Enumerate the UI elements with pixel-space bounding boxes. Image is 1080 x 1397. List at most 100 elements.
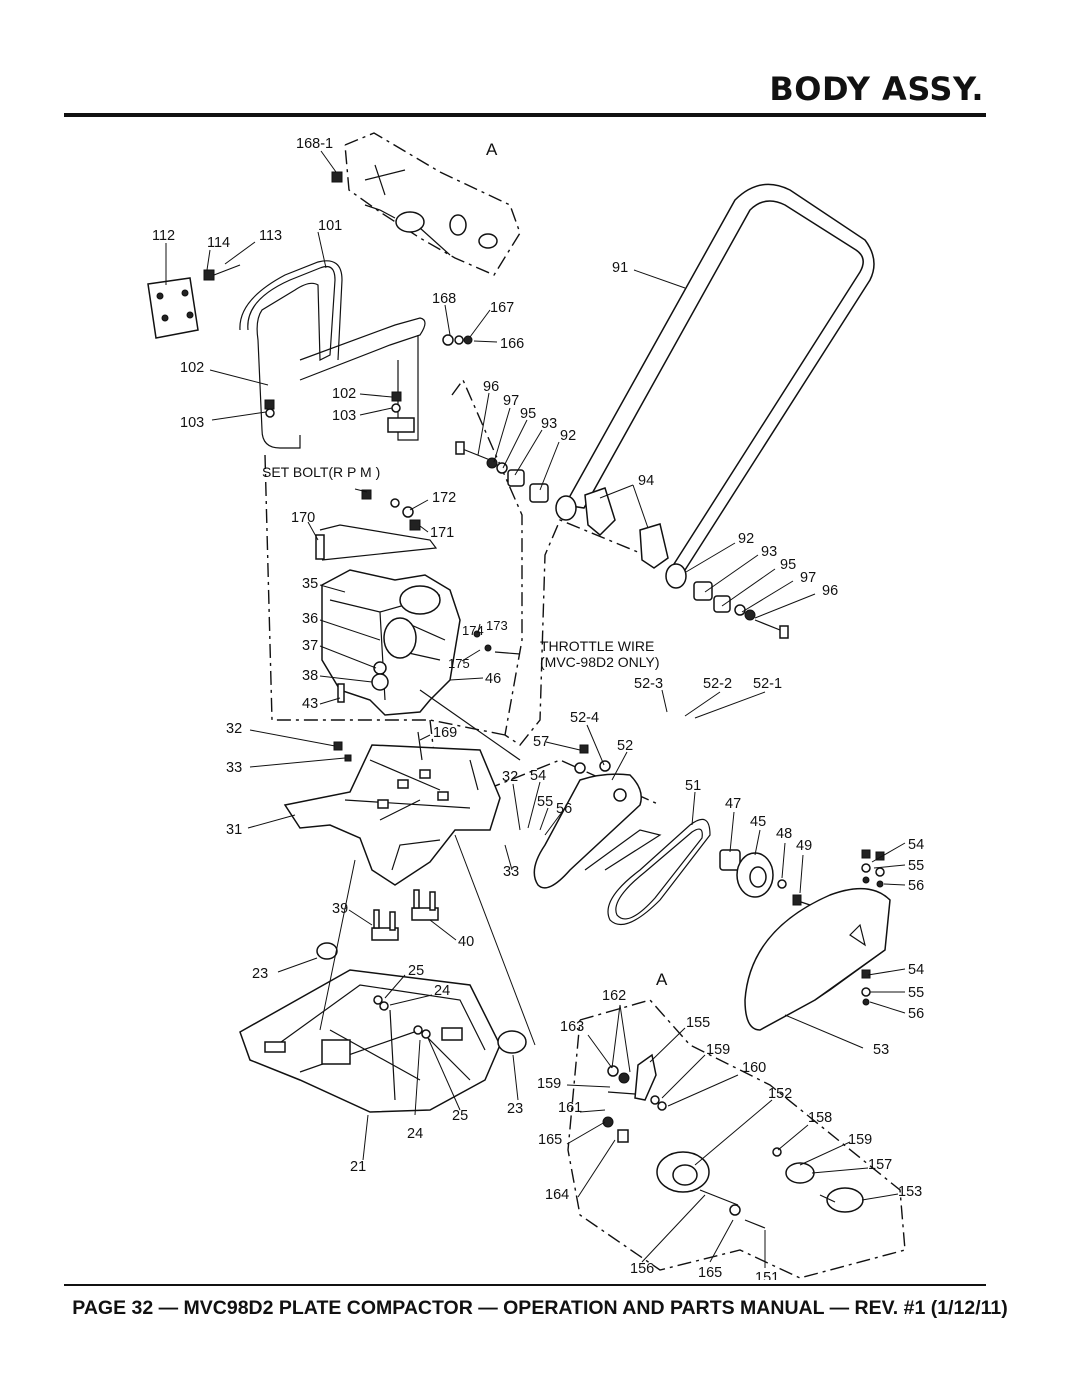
- callout-32b: 32: [502, 769, 518, 785]
- bottom-rule: [64, 1284, 986, 1286]
- callout-159c: 159: [848, 1132, 872, 1148]
- callout-156: 156: [630, 1261, 654, 1277]
- callout-165a: 165: [538, 1132, 562, 1148]
- callout-55b: 55: [908, 858, 924, 874]
- mounts-39-40: [371, 889, 439, 941]
- callout-25b: 25: [452, 1108, 468, 1124]
- callout-169: 169: [433, 725, 457, 741]
- callout-161: 161: [558, 1100, 582, 1116]
- callout-31: 31: [226, 822, 242, 838]
- callout-94: 94: [638, 473, 654, 489]
- callout-52-1: 52-1: [753, 676, 782, 692]
- callout-54b: 54: [908, 837, 924, 853]
- callout-23b: 23: [507, 1101, 523, 1117]
- note-set-bolt: SET BOLT(R P M ): [262, 464, 380, 480]
- callout-168: 168: [432, 291, 456, 307]
- callout-54c: 54: [908, 962, 924, 978]
- clutch-assembly: [719, 849, 811, 906]
- callout-33a: 33: [226, 760, 242, 776]
- callout-152: 152: [768, 1086, 792, 1102]
- body-assembly-diagram: A 168-1 112 114 113 101 91 168 167 166 1…: [147, 132, 924, 1280]
- callout-155: 155: [686, 1015, 710, 1031]
- callout-171: 171: [430, 525, 454, 541]
- callout-56c: 56: [908, 1006, 924, 1022]
- belt-51: [607, 818, 711, 926]
- callout-158: 158: [808, 1110, 832, 1126]
- note-throttle-wire: THROTTLE WIRE: [540, 638, 654, 654]
- callout-52-4: 52-4: [570, 710, 599, 726]
- callout-170: 170: [291, 510, 315, 526]
- handle-bushings-right: [665, 563, 789, 639]
- base-plate-21: [239, 942, 527, 1113]
- callout-36: 36: [302, 611, 318, 627]
- detail-a-box-top: [344, 132, 521, 276]
- callout-95a: 95: [520, 406, 536, 422]
- callout-37: 37: [302, 638, 318, 654]
- callout-97a: 97: [503, 393, 519, 409]
- callout-103b: 103: [332, 408, 356, 424]
- callout-112: 112: [152, 228, 175, 244]
- callout-55c: 55: [908, 985, 924, 1001]
- handle-bracket-94: [584, 487, 669, 569]
- callout-96a: 96: [483, 379, 499, 395]
- leader-lines: [165, 150, 906, 1268]
- callout-33b: 33: [503, 864, 519, 880]
- callout-101: 101: [318, 218, 342, 234]
- base-frame-31: [283, 731, 501, 886]
- callout-39: 39: [332, 901, 348, 917]
- callout-32a: 32: [226, 721, 242, 737]
- callout-a-bottom: A: [656, 970, 668, 989]
- callout-56b: 56: [908, 878, 924, 894]
- callout-157: 157: [868, 1157, 892, 1173]
- callout-166: 166: [500, 336, 524, 352]
- callout-24b: 24: [407, 1126, 423, 1142]
- callout-52-3: 52-3: [634, 676, 663, 692]
- callout-160: 160: [742, 1060, 766, 1076]
- callout-47: 47: [725, 796, 741, 812]
- callout-113: 113: [259, 228, 282, 244]
- callout-114: 114: [207, 235, 230, 251]
- callout-21: 21: [350, 1159, 366, 1175]
- handle-bushings-left: [455, 441, 577, 521]
- callout-173: 173: [486, 618, 508, 633]
- callout-92b: 92: [738, 531, 754, 547]
- callout-153: 153: [898, 1184, 922, 1200]
- callout-162: 162: [602, 988, 626, 1004]
- callout-96b: 96: [822, 583, 838, 599]
- callout-38: 38: [302, 668, 318, 684]
- callout-172: 172: [432, 490, 456, 506]
- callout-52-2: 52-2: [703, 676, 732, 692]
- page-title: BODY ASSY.: [769, 70, 984, 108]
- callout-163: 163: [560, 1019, 584, 1035]
- callout-102b: 102: [332, 386, 356, 402]
- callout-40: 40: [458, 934, 474, 950]
- callout-174: 174: [462, 623, 484, 638]
- callout-25a: 25: [408, 963, 424, 979]
- callout-91: 91: [612, 260, 628, 276]
- callout-55a: 55: [537, 794, 553, 810]
- detail-a-parts-bottom: [602, 1053, 864, 1229]
- set-bolt-group: [315, 489, 438, 561]
- callout-45: 45: [750, 814, 766, 830]
- callout-164: 164: [545, 1187, 569, 1203]
- callout-57: 57: [533, 734, 549, 750]
- callout-168-1: 168-1: [296, 136, 333, 152]
- bracket-112: [147, 277, 199, 339]
- detail-a-box-bottom: [567, 999, 906, 1279]
- callout-54a: 54: [530, 768, 546, 784]
- callout-102a: 102: [180, 360, 204, 376]
- callout-49: 49: [796, 838, 812, 854]
- callout-159b: 159: [537, 1076, 561, 1092]
- callout-labels: A 168-1 112 114 113 101 91 168 167 166 1…: [152, 136, 924, 1280]
- callout-167: 167: [490, 300, 514, 316]
- callout-165b: 165: [698, 1265, 722, 1280]
- callout-48: 48: [776, 826, 792, 842]
- callout-46: 46: [485, 671, 501, 687]
- callout-97b: 97: [800, 570, 816, 586]
- callout-24a: 24: [434, 983, 450, 999]
- belt-guard-53: [744, 849, 891, 1031]
- callout-56a: 56: [556, 801, 572, 817]
- page-footer: PAGE 32 — MVC98D2 PLATE COMPACTOR — OPER…: [72, 1297, 1008, 1319]
- callout-93b: 93: [761, 544, 777, 560]
- callout-151: 151: [755, 1270, 779, 1280]
